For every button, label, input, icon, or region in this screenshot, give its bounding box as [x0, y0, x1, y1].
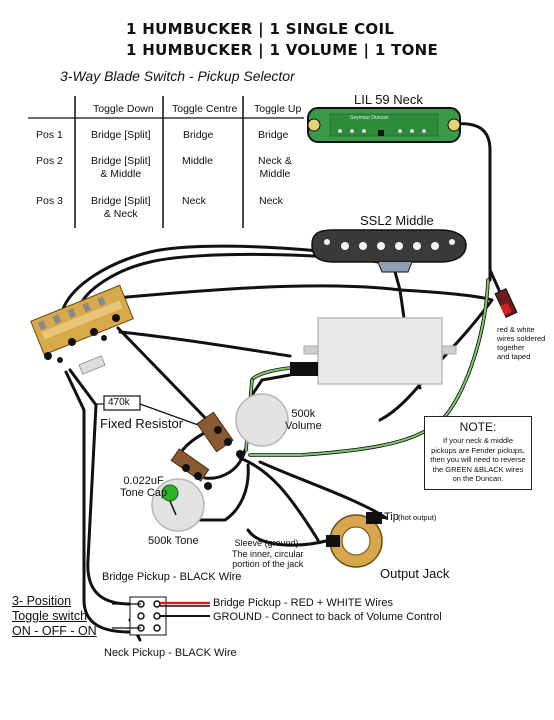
output-jack-label: Output Jack: [380, 566, 450, 581]
toggle-ground-label: GROUND - Connect to back of Volume Contr…: [213, 611, 442, 623]
bridge-humbucker: [290, 317, 457, 385]
neck-pickup: [307, 107, 461, 143]
output-jack: [326, 512, 388, 568]
cell-pos3-up: Neck: [259, 195, 283, 207]
row-label-pos-1: Pos 1: [36, 129, 63, 141]
volume-pot: [196, 393, 289, 458]
cell-pos2-down: Bridge [Split] & Middle: [91, 155, 151, 180]
note-body: If your neck & middle pickups are Fender…: [430, 436, 526, 483]
jack-tip-note: (hot output): [398, 513, 437, 522]
fixed-resistor-label: Fixed Resistor: [100, 416, 184, 431]
col-header-toggle-down: Toggle Down: [93, 103, 154, 115]
toggle-switch: [112, 596, 210, 636]
toggle-switch-title: 3- Position Toggle switch ON - OFF - ON: [12, 594, 97, 638]
cell-pos3-centre: Neck: [182, 195, 206, 207]
tone-pot: [151, 448, 212, 532]
red-white-note: red & white wires soldered together and …: [497, 325, 546, 361]
red-white-splice: [488, 269, 518, 318]
title-line-1: 1 HUMBUCKER | 1 SINGLE COIL: [126, 20, 395, 38]
middle-pickup-label: SSL2 Middle: [360, 213, 434, 228]
cell-pos2-up: Neck & Middle: [258, 155, 292, 180]
subtitle: 3-Way Blade Switch - Pickup Selector: [60, 68, 295, 84]
resistor-value: 470k: [108, 397, 130, 408]
cell-pos3-down: Bridge [Split] & Neck: [91, 195, 151, 220]
neck-pickup-label: LIL 59 Neck: [354, 92, 423, 107]
cell-pos2-centre: Middle: [182, 155, 213, 167]
col-header-toggle-up: Toggle Up: [254, 103, 302, 115]
note-box: NOTE: If your neck & middle pickups are …: [424, 416, 532, 490]
note-heading: NOTE:: [459, 420, 497, 434]
middle-pickup: [311, 229, 467, 273]
cell-pos1-down: Bridge [Split]: [91, 129, 151, 141]
toggle-neck-black-label: Neck Pickup - BLACK Wire: [104, 647, 237, 659]
title-line-2: 1 HUMBUCKER | 1 VOLUME | 1 TONE: [126, 41, 439, 59]
tone-cap-label: 0.022uF Tone Cap: [120, 475, 168, 499]
cell-pos1-up: Bridge: [258, 129, 289, 141]
row-label-pos-2: Pos 2: [36, 155, 63, 167]
tone-pot-label: 500k Tone: [148, 535, 199, 547]
jack-tip-label: Tip: [384, 511, 399, 523]
col-header-toggle-centre: Toggle Centre: [172, 103, 238, 115]
toggle-bridge-black-label: Bridge Pickup - BLACK Wire: [102, 571, 242, 583]
sleeve-label: Sleeve (ground). The inner, circular por…: [232, 538, 304, 569]
blade-switch: [30, 284, 134, 375]
neck-pcb-text: Seymour Duncan: [350, 115, 389, 121]
toggle-bridge-red-white-label: Bridge Pickup - RED + WHITE Wires: [213, 597, 394, 609]
volume-pot-label: 500k Volume: [285, 408, 322, 432]
cell-pos1-centre: Bridge: [183, 129, 214, 141]
row-label-pos-3: Pos 3: [36, 195, 63, 207]
